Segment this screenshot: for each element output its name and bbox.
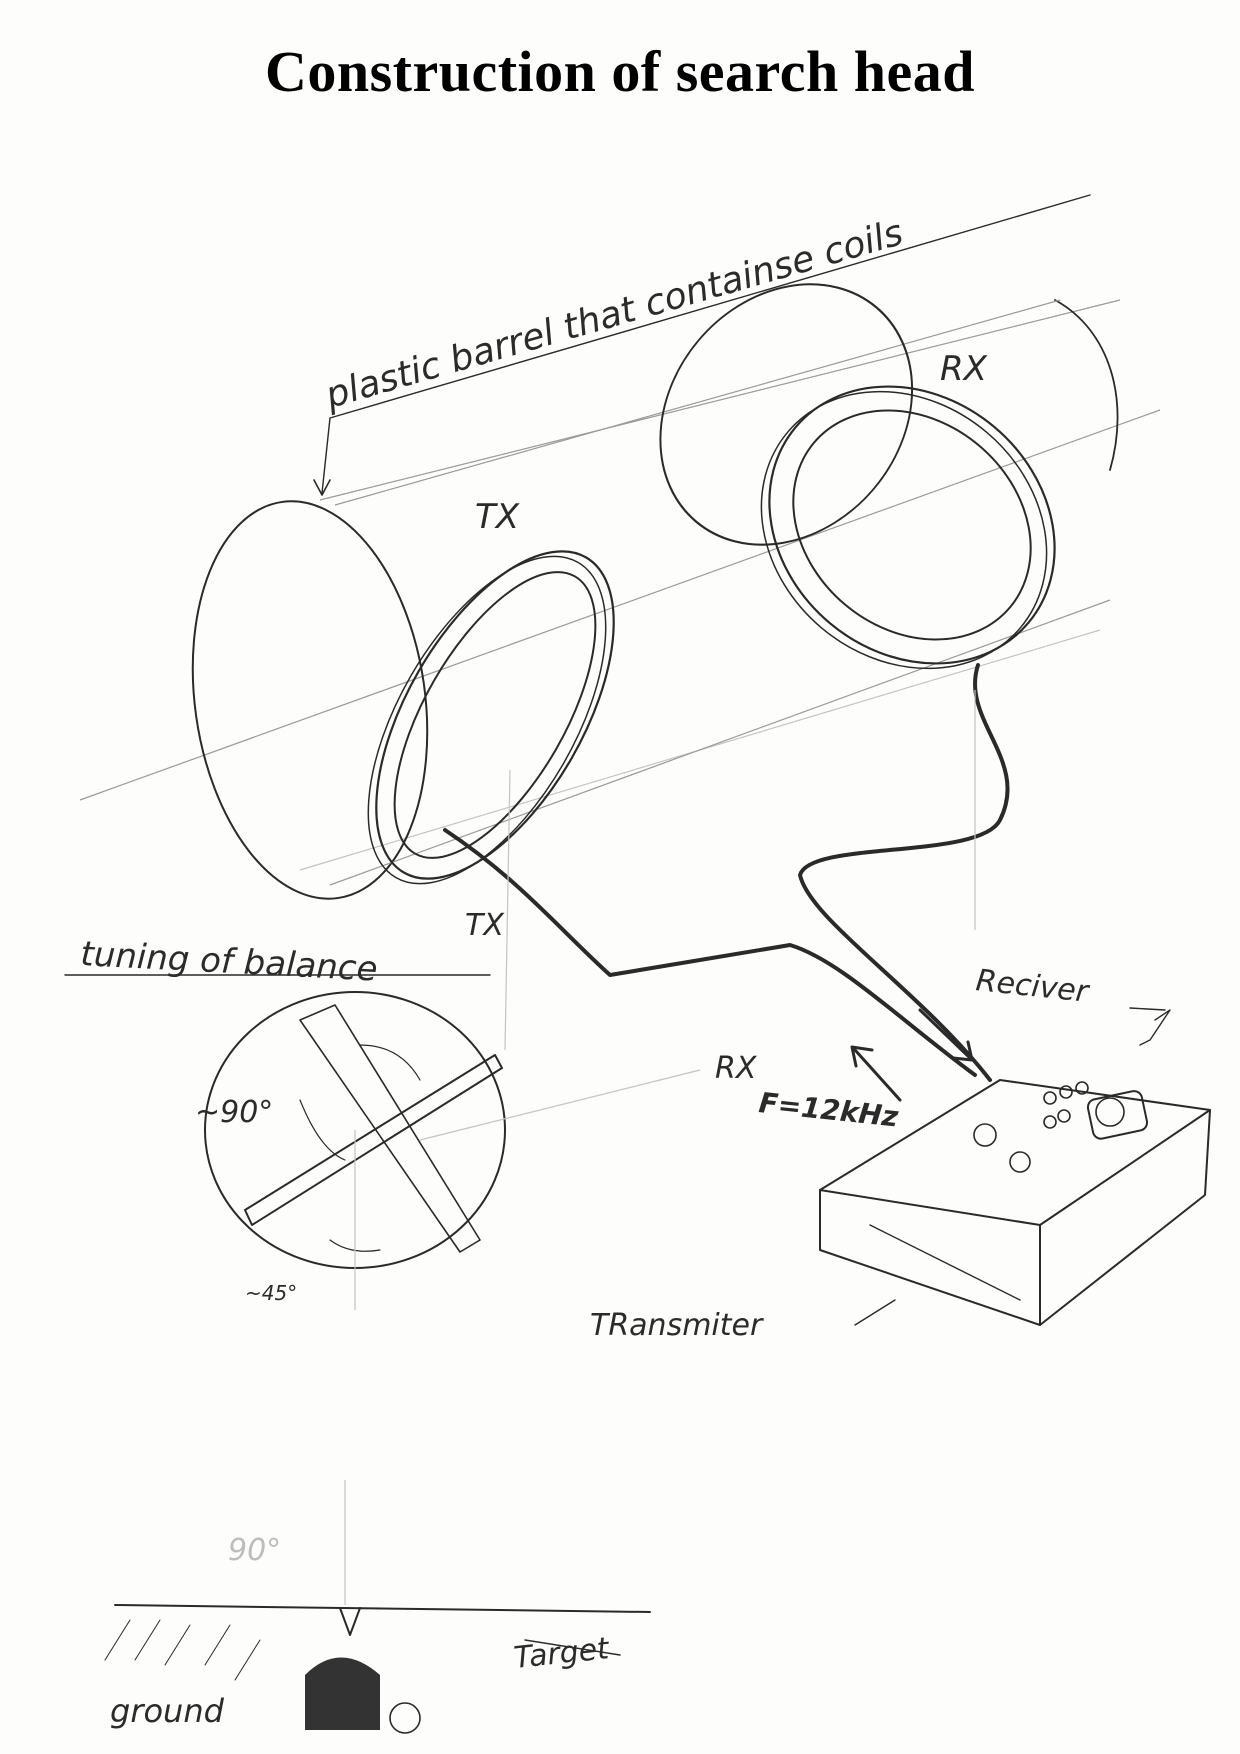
barrel-label-line [313,194,1091,496]
ground-angle-label: 90° [228,1533,281,1568]
ground-scene [104,1480,651,1734]
frequency-label: F=12kHz [757,1086,900,1134]
tx-coil [367,550,615,885]
balance-tuning-detail [204,991,701,1310]
ground-label: ground [110,1692,225,1730]
tx-coil-label: TX [475,497,520,537]
rx-coil [659,283,1056,670]
transmitter-label: TRansmiter [590,1308,764,1343]
barrel-outline [79,299,1161,900]
receiver-label: Reciver [974,963,1091,1010]
angle-45-label: ~45° [245,1281,297,1305]
tx-cable-label: TX [465,908,505,943]
rx-coil-label: RX [940,349,988,389]
tuning-label: tuning of balance [80,934,379,990]
coil-cables [443,663,1010,1082]
target-label: Target [512,1631,612,1676]
barrel-label: plastic barrel that containse coils [320,212,907,417]
control-box [819,1079,1211,1326]
angle-90-label: ~90° [195,1095,273,1130]
signal-arrows [850,1008,974,1102]
page-title: Construction of search head [264,39,976,104]
rx-cable-label: RX [715,1051,758,1086]
label-leaders [64,974,1171,1656]
